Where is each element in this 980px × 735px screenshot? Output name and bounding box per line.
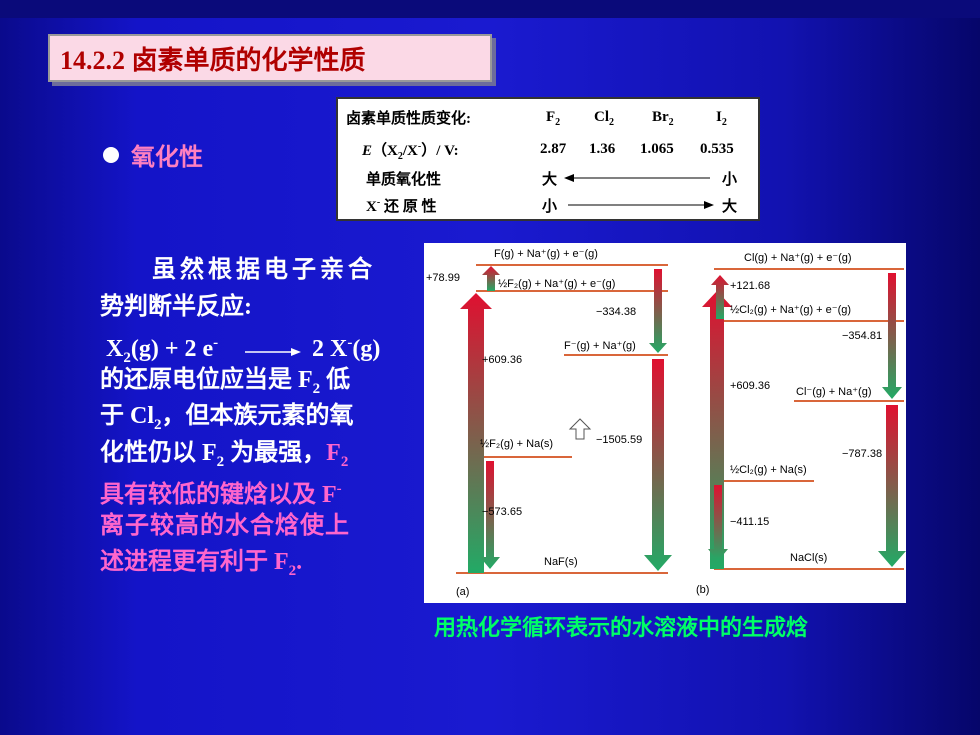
panel-b-label: (b) <box>696 584 709 596</box>
potential-br2: 1.065 <box>640 141 674 157</box>
value-b-787: −787.38 <box>842 448 882 460</box>
para-line-7: 具有较低的键焓以及 F- <box>100 481 342 508</box>
value-a-334: −334.38 <box>596 306 636 318</box>
diagram-caption: 用热化学循环表示的水溶液中的生成焓 <box>434 616 809 641</box>
arrow-b-small-up <box>711 275 729 319</box>
arrow-a-big-up <box>460 293 492 573</box>
value-a-plus78: +78.99 <box>426 272 460 284</box>
value-a-573: −573.65 <box>482 506 522 518</box>
reducing-left: 小 <box>542 199 558 215</box>
label-b-clminus: Cl⁻(g) + Na⁺(g) <box>796 386 872 398</box>
slide-title-box: 14.2.2 卤素单质的化学性质 <box>48 34 492 82</box>
label-b-half-cl2: ½Cl₂(g) + Na⁺(g) + e⁻(g) <box>730 304 851 316</box>
panel-b: Cl(g) + Na⁺(g) + e⁻(g) +121.68 ½Cl₂(g) +… <box>696 252 906 596</box>
label-a-naf: NaF(s) <box>544 556 578 568</box>
oxidizing-arrow-icon <box>564 174 710 182</box>
para-line-4: 的还原电位应当是 F2 低 <box>100 366 351 397</box>
arrow-b-down-411 <box>708 485 728 561</box>
potential-cl2: 1.36 <box>589 141 616 157</box>
value-b-411: −411.15 <box>730 516 769 528</box>
top-band <box>0 0 980 18</box>
para-line-8: 离子较高的水合焓使上 <box>100 512 350 539</box>
oxidizing-right: 小 <box>722 172 738 188</box>
reaction-arrow-icon <box>245 348 301 356</box>
para-line-9: 述进程更有利于 F2. <box>100 549 303 579</box>
element-i2: I2 <box>716 109 727 128</box>
arrow-b-big-up <box>702 291 732 569</box>
value-b-609: +609.36 <box>730 380 770 392</box>
bullet-dot-icon <box>103 146 119 163</box>
value-b-121: +121.68 <box>730 280 770 292</box>
element-cl2: Cl2 <box>594 109 614 128</box>
arrow-a-down-334 <box>649 269 667 353</box>
halogen-property-table: 卤素单质性质变化: F2 Cl2 Br2 I2 E（X2/X-）/ V: 2.8… <box>336 97 760 221</box>
para-line-2: 势判断半反应: <box>100 293 252 320</box>
element-f2: F2 <box>546 109 561 128</box>
panel-a: F(g) + Na⁺(g) + e⁻(g) +78.99 ½F₂(g) + Na… <box>426 248 672 598</box>
cycle-diagram-svg: F(g) + Na⁺(g) + e⁻(g) +78.99 ½F₂(g) + Na… <box>426 248 906 598</box>
reducing-right: 大 <box>722 199 738 215</box>
arrow-a-small-up <box>482 266 500 291</box>
potential-f2: 2.87 <box>540 141 567 157</box>
oxidizing-left: 大 <box>542 172 558 188</box>
para-line-1: 虽然根据电子亲合 <box>152 257 376 283</box>
row-oxidizing-label: 单质氧化性 <box>366 172 442 188</box>
row-reducing-label: X- 还 原 性 <box>366 197 437 215</box>
bullet-text: 氧化性 <box>131 143 203 171</box>
arrow-b-down-long <box>878 405 906 567</box>
explanation-paragraph: 虽然根据电子亲合 势判断半反应: X2(g) + 2 e- 2 X-(g) 的还… <box>100 252 400 581</box>
bullet-oxidizing: 氧化性 <box>103 137 203 172</box>
arrow-a-down-573 <box>480 461 500 569</box>
reducing-arrow-icon <box>568 201 714 209</box>
element-br2: Br2 <box>652 109 674 128</box>
slide-title: 14.2.2 卤素单质的化学性质 <box>60 45 366 75</box>
row-potential-label: E（X2/X-）/ V: <box>362 141 459 162</box>
arrow-b-down-354 <box>882 273 902 399</box>
label-a-half-f2: ½F₂(g) + Na⁺(g) + e⁻(g) <box>498 278 615 290</box>
half-reaction-equation: X2(g) + 2 e- 2 X-(g) <box>106 335 381 366</box>
arrow-a-down-long <box>644 359 672 571</box>
potential-i2: 0.535 <box>700 141 734 157</box>
label-a-half-f2-na: ½F₂(g) + Na(s) <box>480 438 553 450</box>
para-line-6: 化性仍以 F2 为最强，F2 <box>100 439 349 470</box>
panel-a-label: (a) <box>456 586 469 598</box>
para-line-5: 于 Cl2，但本族元素的氧 <box>100 403 354 433</box>
value-b-354: −354.81 <box>842 330 882 342</box>
value-a-609: +609.36 <box>482 354 522 366</box>
value-a-1505: −1505.59 <box>596 434 642 446</box>
arrow-a-hollow-up <box>568 418 592 440</box>
label-b-nacl: NaCl(s) <box>790 552 827 564</box>
label-a-top: F(g) + Na⁺(g) + e⁻(g) <box>494 248 598 260</box>
thermochemical-cycle-diagram: F(g) + Na⁺(g) + e⁻(g) +78.99 ½F₂(g) + Na… <box>424 243 906 603</box>
label-b-half-cl2-na: ½Cl₂(g) + Na(s) <box>730 464 807 476</box>
label-b-top: Cl(g) + Na⁺(g) + e⁻(g) <box>744 252 852 264</box>
table-header-label: 卤素单质性质变化: <box>346 111 471 127</box>
label-a-fminus: F⁻(g) + Na⁺(g) <box>564 340 636 352</box>
